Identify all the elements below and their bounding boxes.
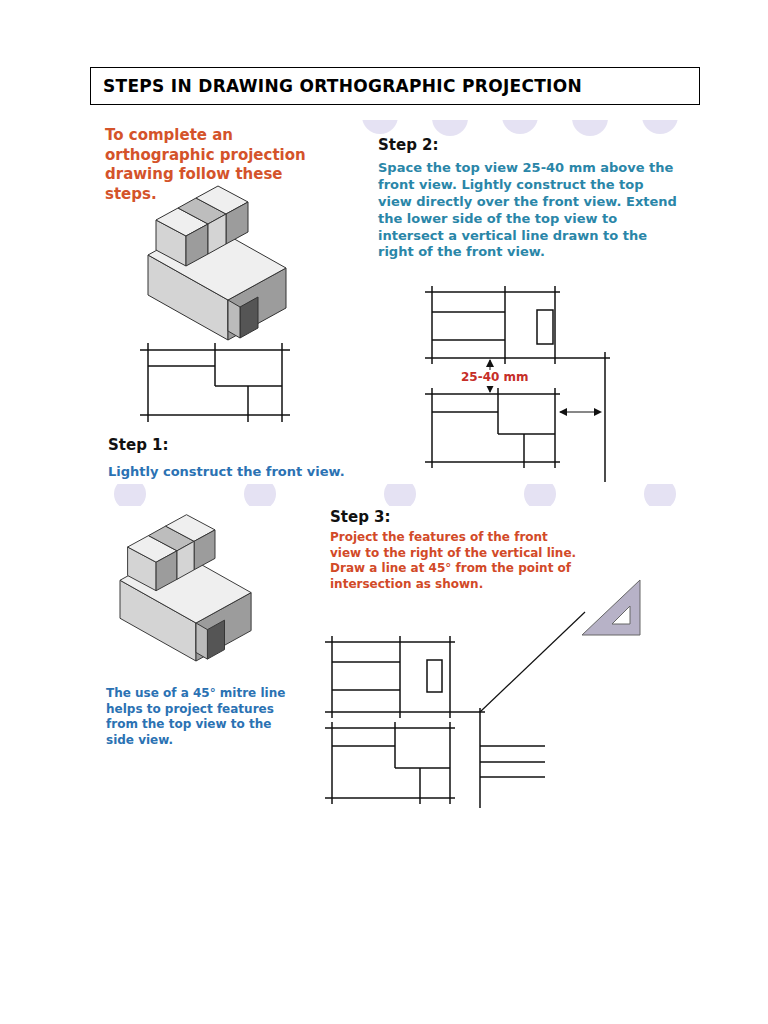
title-frame: STEPS IN DRAWING ORTHOGRAPHIC PROJECTION <box>90 67 700 105</box>
page-title: STEPS IN DRAWING ORTHOGRAPHIC PROJECTION <box>103 76 687 96</box>
step-heading: Step 1: <box>108 436 228 456</box>
step-instruction: Project the features of the front view t… <box>330 530 580 592</box>
step-heading: Step 2: <box>378 136 498 156</box>
step-heading: Step 3: <box>330 508 450 528</box>
dimension-label: 25-40 mm <box>459 370 531 386</box>
side-note: The use of a 45° mitre line helps to pro… <box>106 686 296 748</box>
step-instruction: Space the top view 25-40 mm above the fr… <box>378 160 678 261</box>
intro-note: To complete an orthographic projection d… <box>105 126 337 204</box>
step-instruction: Lightly construct the front view. <box>108 464 368 481</box>
